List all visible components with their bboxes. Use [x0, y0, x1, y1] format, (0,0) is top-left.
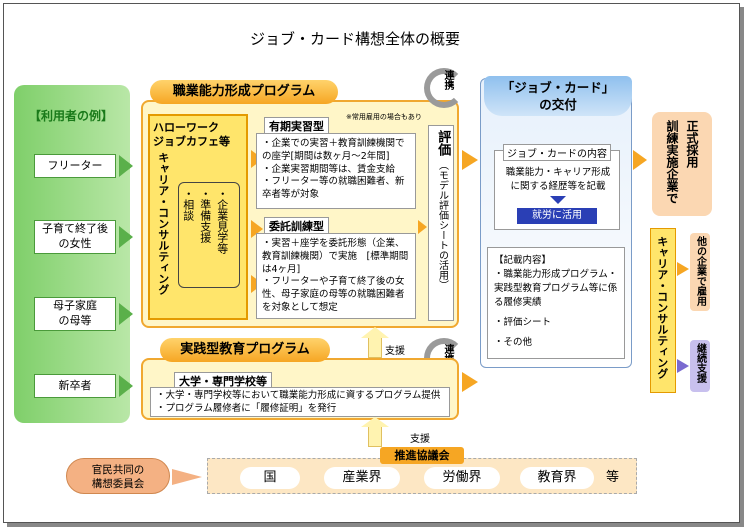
- jisshu-details: ・企業での実習＋教育訓練機関での座学[期間は数ヶ月～2年間] ・企業実習期間等は…: [256, 133, 416, 209]
- member-labor: 労働界: [424, 467, 500, 489]
- itaku-line: ・実習＋座学を委託形態（企業、教育訓練機関）で実施 [標準期間は4ヶ月]: [262, 238, 409, 275]
- arrow-down-icon: [550, 196, 566, 204]
- jisshu-line: ・企業での実習＋教育訓練機関での座学[期間は数ヶ月～2年間]: [262, 138, 405, 162]
- career-consulting-right-box: [650, 228, 676, 393]
- arrow-right-icon: [462, 372, 478, 392]
- services-box: [178, 182, 240, 288]
- jisshu-note: ※常用雇用の場合もあり: [346, 113, 422, 121]
- employment-label: 正式採用: [685, 120, 699, 168]
- continued-support-box: [690, 340, 710, 392]
- support-label-lower: 支援: [410, 434, 430, 445]
- users-heading: 【利用者の例】: [28, 109, 113, 123]
- member-etc: 等: [606, 470, 620, 485]
- practical-details: ・大学・専門学校等において職業能力形成に資するプログラム提供 ・プログラム履修者…: [150, 387, 450, 417]
- arrow-right-icon: [172, 469, 202, 485]
- cycle-icon: [424, 68, 464, 108]
- employment-use-badge: 就労に活用: [517, 208, 597, 224]
- jisshu-line: ・企業実習期間等は、賃金支給: [262, 163, 396, 175]
- practical-line: ・プログラム履修者に「履修証明」を発行: [156, 402, 337, 414]
- record-item: ・その他: [494, 337, 533, 348]
- member-industry: 産業界: [324, 467, 400, 489]
- arrow-right-icon: [119, 375, 133, 397]
- public-private-committee: 官民共同の 構想委員会: [66, 458, 170, 494]
- page-title: ジョブ・カード構想全体の概要: [250, 30, 461, 48]
- itaku-line: ・フリーターや子育て終了後の女性、母子家庭の母等の就職困難者を対象として想定: [262, 276, 405, 314]
- member-education: 教育界: [520, 467, 594, 489]
- jisshu-line: ・フリーター等の就職困難者、新卒者等が対象: [262, 176, 405, 201]
- service-consult: ・相談: [181, 188, 195, 221]
- arrow-right-icon: [119, 303, 133, 325]
- career-consulting-label: キャリア・コンサルティング: [156, 152, 170, 295]
- arrow-right-icon: [633, 150, 647, 170]
- user-single-mothers: 母子家庭 の母等: [34, 297, 116, 331]
- support-arrow-shaft: [368, 425, 382, 447]
- employment-box: [652, 112, 712, 216]
- job-card-records: 【記載内容】 ・職業能力形成プログラム・実践型教育プログラム等に係る履修実績 ・…: [487, 247, 625, 359]
- job-card-contents-text: 職業能力・キャリア形成に関する経歴等を記載: [505, 167, 611, 192]
- continued-support-label: 継続支援: [694, 343, 706, 383]
- job-card-contents-label: ジョブ・カードの内容: [503, 144, 611, 161]
- support-label-upper: 支援: [385, 346, 405, 357]
- evaluation-sub: （モデル評価シートの活用）: [436, 160, 448, 290]
- other-company-label: 他の企業で雇用: [694, 236, 706, 306]
- arrow-right-icon: [677, 359, 689, 373]
- evaluation-box: [428, 125, 454, 321]
- linkage-label-bottom: 連携: [442, 344, 453, 364]
- member-national: 国: [240, 467, 300, 489]
- other-company-box: [690, 233, 710, 311]
- service-tour: ・企業見学等: [215, 188, 229, 254]
- employer-label: 訓練実施企業で: [665, 120, 679, 204]
- practical-title: 実践型教育プログラム: [160, 338, 330, 362]
- arrow-right-icon: [677, 262, 689, 276]
- career-consulting-right-label: キャリア・コンサルティング: [655, 236, 669, 379]
- linkage-label-top: 連携: [442, 70, 453, 90]
- council-title: 推進協議会: [380, 447, 464, 464]
- program-title: 職業能力形成プログラム: [150, 80, 338, 104]
- record-item: ・評価シート: [494, 317, 552, 328]
- record-item: ・職業能力形成プログラム・実践型教育プログラム等に係る履修実績: [494, 269, 618, 308]
- arrow-right-icon: [119, 155, 133, 177]
- arrow-right-icon: [119, 226, 133, 248]
- arrow-right-icon: [418, 220, 427, 234]
- itaku-details: ・実習＋座学を委託形態（企業、教育訓練機関）で実施 [標準期間は4ヶ月] ・フリ…: [256, 233, 416, 319]
- arrow-right-icon: [462, 150, 478, 170]
- evaluation-label: 評価: [435, 130, 451, 156]
- records-label: 【記載内容】: [494, 255, 552, 266]
- arrow-up-icon: [361, 327, 389, 338]
- job-card-title: 「ジョブ・カード」 の交付: [484, 76, 632, 116]
- user-freeter: フリーター: [34, 154, 116, 178]
- support-arrow-shaft: [368, 337, 382, 358]
- arrow-up-icon: [361, 417, 389, 427]
- service-prep: ・準備支援: [198, 188, 212, 243]
- hellowork-title: ハローワーク ジョブカフェ等: [153, 121, 245, 150]
- user-new-graduates: 新卒者: [34, 374, 116, 398]
- user-women: 子育て終了後 の女性: [34, 220, 116, 254]
- practical-line: ・大学・専門学校等において職業能力形成に資するプログラム提供: [156, 390, 441, 401]
- users-panel: [14, 85, 130, 423]
